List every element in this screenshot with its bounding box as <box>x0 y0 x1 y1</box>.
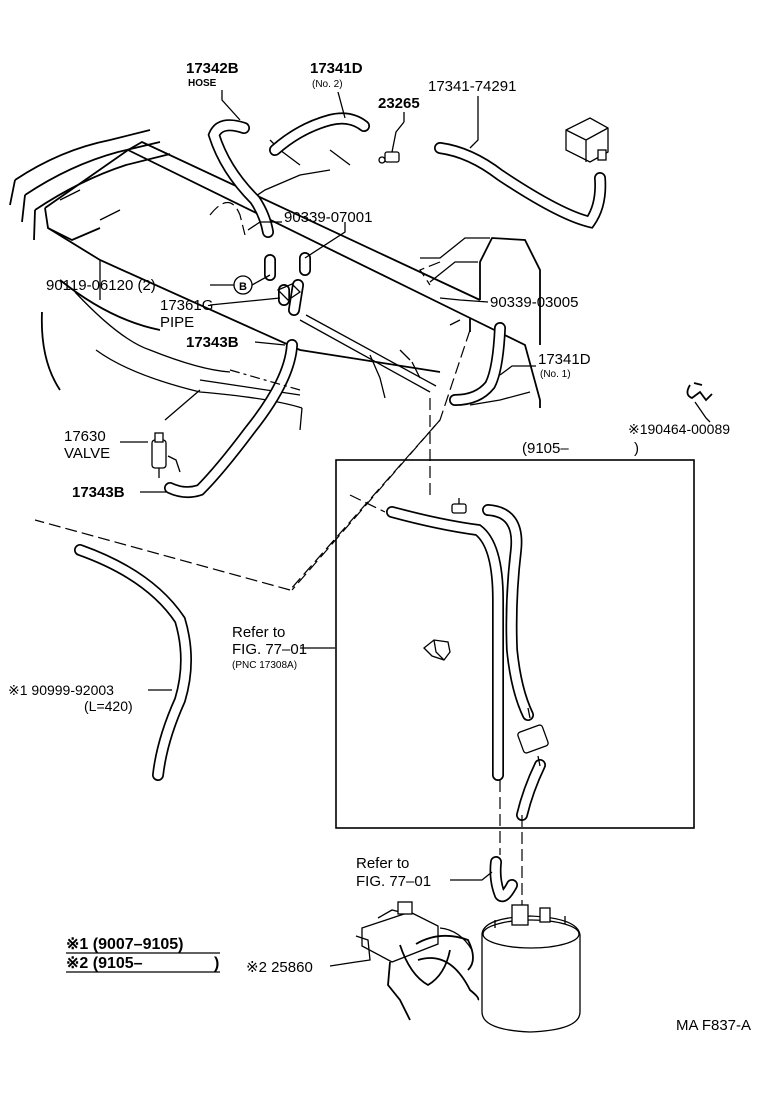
label-box-range-end: ) <box>634 440 639 457</box>
label-box-range-start: (9105– <box>522 440 569 457</box>
vsv-top-icon <box>565 117 609 163</box>
inset-box <box>335 459 695 829</box>
bolt-b-icon: B <box>233 275 253 295</box>
label-90119-06120: 90119-06120 (2) <box>46 277 156 294</box>
hose-17341-74291 <box>434 142 607 229</box>
note-1: ※1 (9007–9105) <box>66 936 184 953</box>
label-hose: HOSE <box>188 78 217 89</box>
note-2-end: ) <box>214 955 219 972</box>
hose-17342b <box>207 119 274 238</box>
label-refer1-line1: Refer to <box>232 624 285 641</box>
canister-icon <box>481 904 581 1033</box>
label-25860: ※2 25860 <box>246 959 313 976</box>
label-valve: VALVE <box>64 445 110 462</box>
label-17341-74291: 17341-74291 <box>428 78 516 95</box>
reference-lines <box>34 319 523 905</box>
hose-90999-92003 <box>74 544 192 781</box>
pipe-17361g <box>264 252 311 316</box>
label-pipe: PIPE <box>160 314 194 331</box>
label-90999-length: (L=420) <box>84 698 133 714</box>
label-90339-03005: 90339-03005 <box>490 294 578 311</box>
label-90339-07001: 90339-07001 <box>284 209 372 226</box>
hose-canister <box>489 856 518 903</box>
hose-17343b <box>164 339 298 499</box>
hose-17341d-no1 <box>449 322 506 406</box>
bolt-b-letter: B <box>239 281 247 293</box>
label-refer2-line1: Refer to <box>356 855 409 872</box>
figure-code: MA F837-A <box>676 1017 751 1034</box>
hose-17341d-no2 <box>269 112 370 156</box>
check-valve-icon <box>517 707 549 767</box>
label-17343b-top: 17343B <box>186 334 239 351</box>
connector-icon <box>378 121 405 164</box>
label-17342b: 17342B <box>186 60 239 77</box>
label-refer2-line2: FIG. 77–01 <box>356 873 431 890</box>
vsv-bracket-icon <box>355 901 480 1021</box>
engine-outline <box>9 129 541 431</box>
label-90999-92003: ※1 90999-92003 <box>8 682 114 698</box>
clip-inset-icon <box>423 639 451 661</box>
label-17341d-top: 17341D <box>310 60 363 77</box>
note-2: ※2 (9105– <box>66 955 143 972</box>
label-refer1-line2: FIG. 77–01 <box>232 641 307 658</box>
label-no1: (No. 1) <box>540 369 571 380</box>
label-17343b-bottom: 17343B <box>72 484 125 501</box>
clip-icon <box>686 382 713 402</box>
label-17630: 17630 <box>64 428 106 445</box>
label-23265: 23265 <box>378 95 420 112</box>
part-labels: 17342B HOSE 17341D (No. 2) 23265 17341-7… <box>8 60 751 1034</box>
leader-lines <box>120 90 711 967</box>
label-17361g: 17361G <box>160 297 213 314</box>
valve-icon <box>151 432 181 478</box>
label-17341d-bottom: 17341D <box>538 351 591 368</box>
label-190464-00089: ※190464-00089 <box>628 421 730 437</box>
label-refer1-pnc: (PNC 17308A) <box>232 660 297 671</box>
label-no2: (No. 2) <box>312 79 343 90</box>
